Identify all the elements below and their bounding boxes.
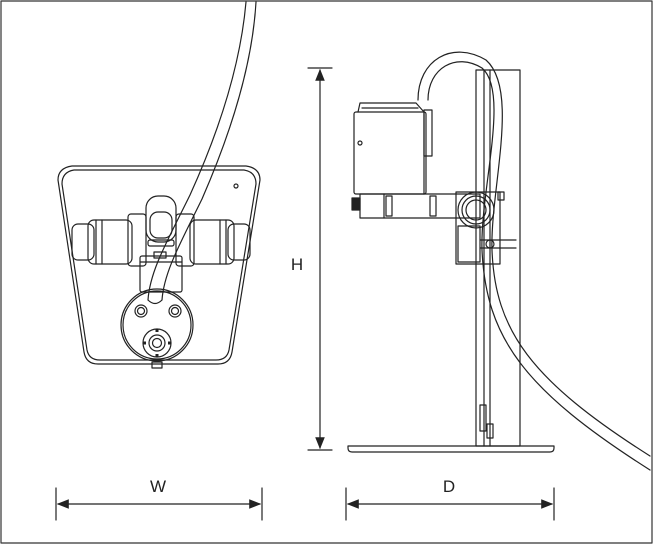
depth-dimension bbox=[345, 487, 555, 521]
right-zoom-knob bbox=[175, 213, 251, 267]
ring-light bbox=[120, 288, 194, 362]
depth-label: D bbox=[443, 477, 455, 496]
side-cable bbox=[417, 51, 651, 457]
height-dimension bbox=[307, 67, 333, 451]
left-port bbox=[134, 304, 148, 318]
front-neck-block bbox=[139, 255, 183, 293]
left-zoom-knob bbox=[71, 213, 147, 267]
front-housing-inner bbox=[61, 169, 257, 361]
right-port bbox=[168, 304, 182, 318]
indicator-dot bbox=[233, 183, 239, 189]
width-label: W bbox=[150, 477, 166, 496]
side-view bbox=[347, 51, 651, 471]
side-base-plate bbox=[347, 445, 555, 453]
objective-pad bbox=[142, 328, 172, 358]
side-head-body bbox=[353, 111, 427, 195]
front-cable bbox=[147, 1, 247, 301]
front-housing bbox=[57, 165, 261, 365]
front-view bbox=[57, 1, 261, 369]
height-label: H bbox=[291, 255, 303, 274]
front-lamp-housing bbox=[145, 195, 177, 243]
width-dimension bbox=[55, 487, 263, 521]
